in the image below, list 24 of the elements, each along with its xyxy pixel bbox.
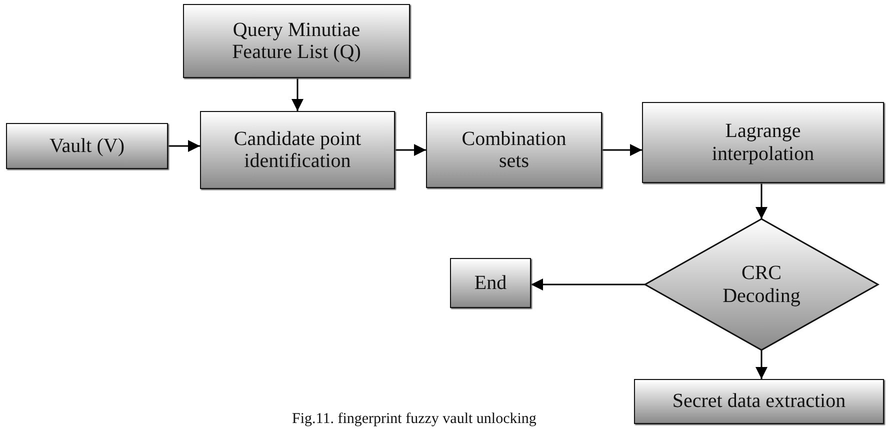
node-label: Combination sets — [460, 128, 568, 172]
process-box — [450, 258, 531, 308]
figure-caption: Fig.11. fingerprint fuzzy vault unlocking — [292, 411, 536, 428]
node-label: Candidate point identification — [232, 128, 362, 172]
node-label: End — [474, 272, 507, 294]
process-box — [183, 4, 410, 78]
process-box — [634, 379, 884, 424]
node-label: Secret data extraction — [672, 390, 846, 413]
node-label: Lagrange interpolation — [710, 120, 816, 165]
process-box — [426, 112, 602, 188]
arrow — [395, 144, 426, 156]
arrow — [756, 183, 768, 219]
arrow — [168, 140, 200, 152]
process-box — [642, 102, 884, 183]
process-box — [6, 123, 168, 169]
arrow — [756, 350, 768, 379]
arrow — [531, 278, 645, 290]
node-label: CRC Decoding — [722, 262, 800, 306]
process-box — [200, 111, 395, 189]
decision-diamond — [643, 218, 880, 351]
node-label: Query Minutiae Feature List (Q) — [231, 18, 362, 64]
arrow — [292, 78, 304, 111]
arrow — [602, 144, 642, 156]
node-label: Vault (V) — [50, 134, 124, 158]
